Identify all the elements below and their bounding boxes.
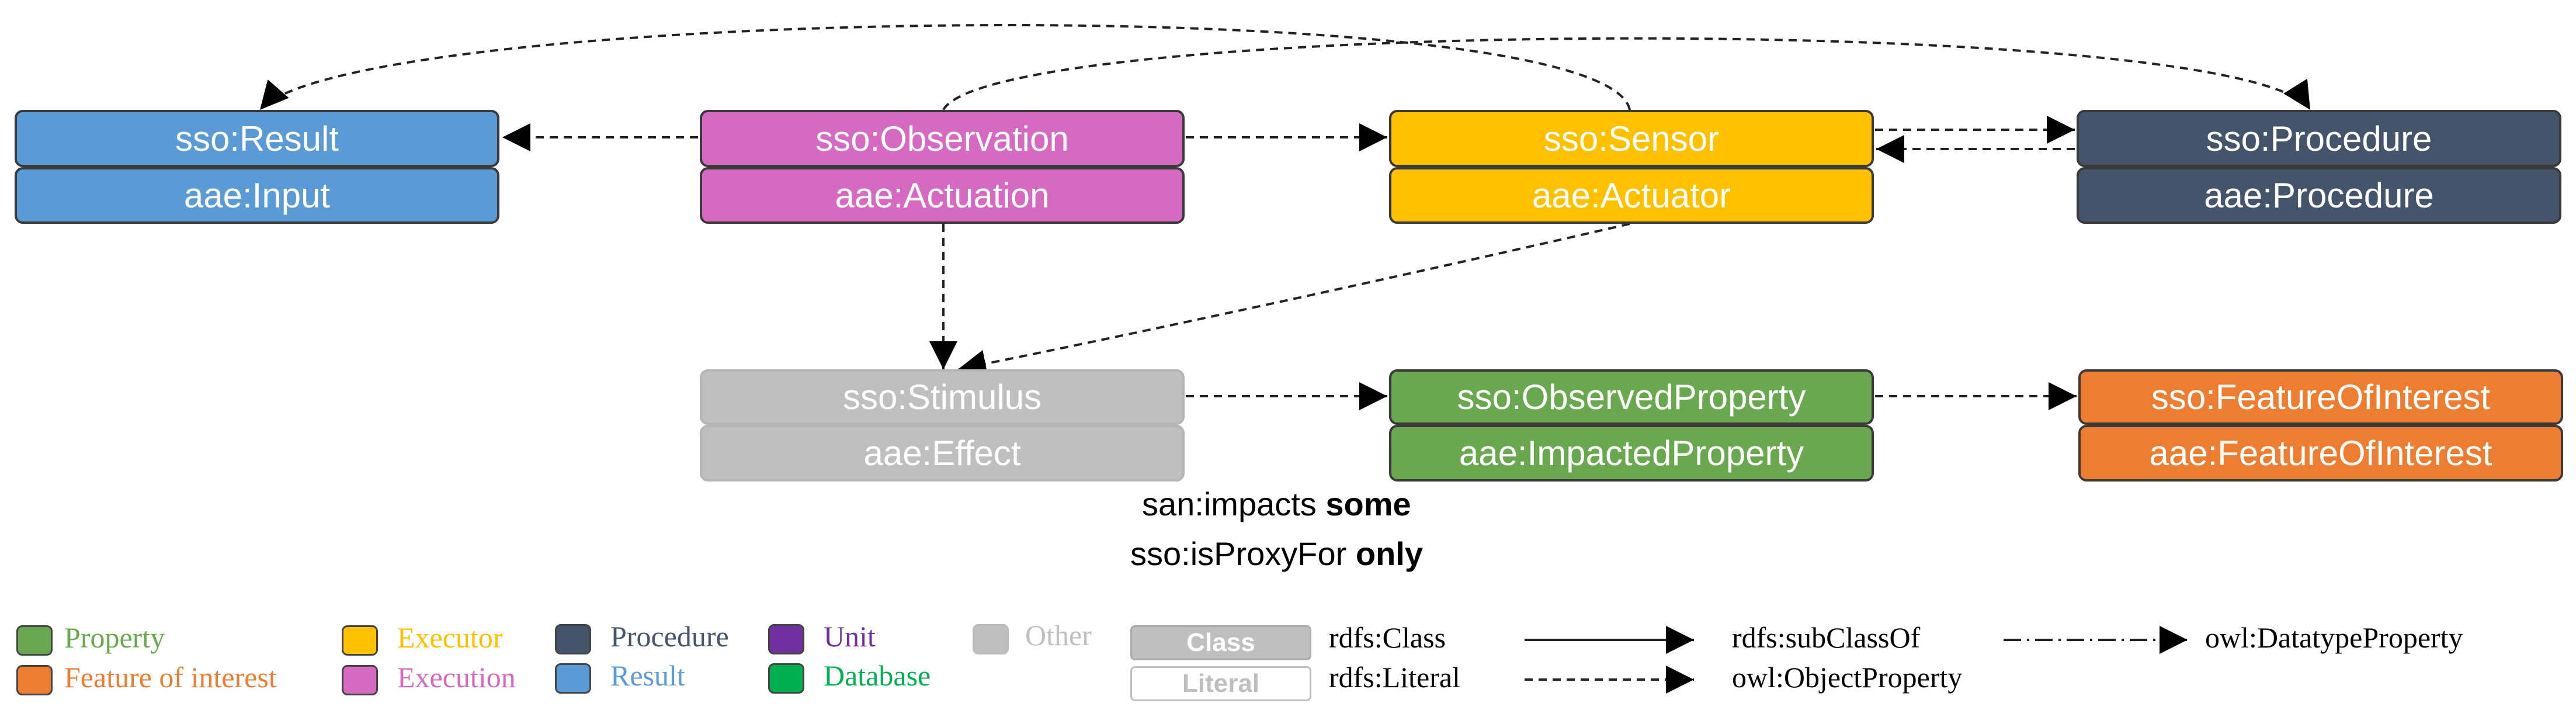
node-label: sso:Stimulus (842, 377, 1042, 417)
node-label: aae:Actuation (835, 176, 1050, 215)
edge-sensor-arc-to-result (259, 24, 1631, 111)
swatch-result (555, 663, 591, 694)
restriction-quantifier: some (1325, 486, 1411, 522)
restriction-quantifier: only (1355, 535, 1423, 572)
edge-observation-arc-to-procedure (942, 37, 2311, 111)
legend-line-samples (1525, 626, 2188, 694)
legend-label-procedure: Procedure (610, 620, 729, 653)
node-label: aae:Input (183, 176, 331, 215)
node-label: aae:FeatureOfInterest (2149, 434, 2492, 473)
swatch-feature-of-interest (16, 665, 53, 695)
node-sso-featureofinterest: sso:FeatureOfInterest (2078, 369, 2563, 425)
node-sso-result: sso:Result (15, 110, 499, 167)
legend-text-rdfs-class: rdfs:Class (1329, 621, 1446, 654)
node-sso-observation: sso:Observation (700, 110, 1185, 167)
node-aae-actuation: aae:Actuation (700, 167, 1185, 224)
node-label: aae:Actuator (1532, 176, 1731, 215)
node-sso-stimulus: sso:Stimulus (700, 369, 1185, 425)
legend-text-rdfs-literal: rdfs:Literal (1329, 661, 1460, 694)
node-aae-featureofinterest: aae:FeatureOfInterest (2078, 425, 2563, 482)
legend-class-box: Class (1130, 625, 1311, 660)
restriction-line-2: sso:isProxyFor only (1130, 535, 1423, 573)
restriction-property: sso:isProxyFor (1130, 535, 1347, 572)
swatch-unit (768, 624, 804, 654)
swatch-executor (342, 625, 378, 656)
node-label: aae:ImpactedProperty (1459, 434, 1804, 473)
node-aae-impactedproperty: aae:ImpactedProperty (1389, 425, 1874, 482)
edge-sensor-to-stimulus (957, 223, 1630, 378)
legend-label-feature-of-interest: Feature of interest (64, 661, 277, 694)
legend-label-result: Result (610, 659, 685, 692)
node-label: sso:FeatureOfInterest (2151, 377, 2491, 417)
node-label: sso:Procedure (2206, 119, 2432, 158)
swatch-property (16, 625, 53, 656)
node-aae-input: aae:Input (15, 167, 499, 224)
legend-label-execution: Execution (397, 661, 516, 694)
node-label: sso:Result (175, 119, 339, 158)
node-aae-procedure: aae:Procedure (2077, 167, 2561, 224)
swatch-database (768, 663, 804, 694)
node-sso-observedproperty: sso:ObservedProperty (1389, 369, 1874, 425)
legend-label-other: Other (1025, 619, 1092, 652)
node-label: aae:Procedure (2204, 176, 2434, 215)
node-label: sso:Observation (815, 119, 1069, 158)
node-label: aae:Effect (863, 434, 1021, 473)
legend-text-datatypeproperty: owl:DatatypeProperty (2205, 621, 2463, 654)
legend-label-database: Database (824, 659, 931, 692)
node-label: sso:Sensor (1543, 119, 1720, 158)
restriction-property: san:impacts (1142, 486, 1317, 522)
legend-label-property: Property (64, 621, 165, 654)
legend-label-unit: Unit (824, 620, 876, 653)
swatch-execution (342, 665, 378, 695)
legend-text-subclassof: rdfs:subClassOf (1732, 621, 1921, 654)
node-aae-actuator: aae:Actuator (1389, 167, 1874, 224)
legend-literal-box: Literal (1130, 666, 1311, 701)
node-aae-effect: aae:Effect (700, 425, 1185, 482)
legend-label-executor: Executor (397, 621, 503, 654)
node-label: sso:ObservedProperty (1457, 377, 1806, 417)
swatch-procedure (555, 624, 591, 654)
legend-text-objectproperty: owl:ObjectProperty (1732, 661, 1963, 694)
node-sso-procedure: sso:Procedure (2077, 110, 2561, 167)
node-sso-sensor: sso:Sensor (1389, 110, 1874, 167)
restriction-line-1: san:impacts some (1142, 485, 1411, 523)
swatch-other (973, 624, 1009, 654)
